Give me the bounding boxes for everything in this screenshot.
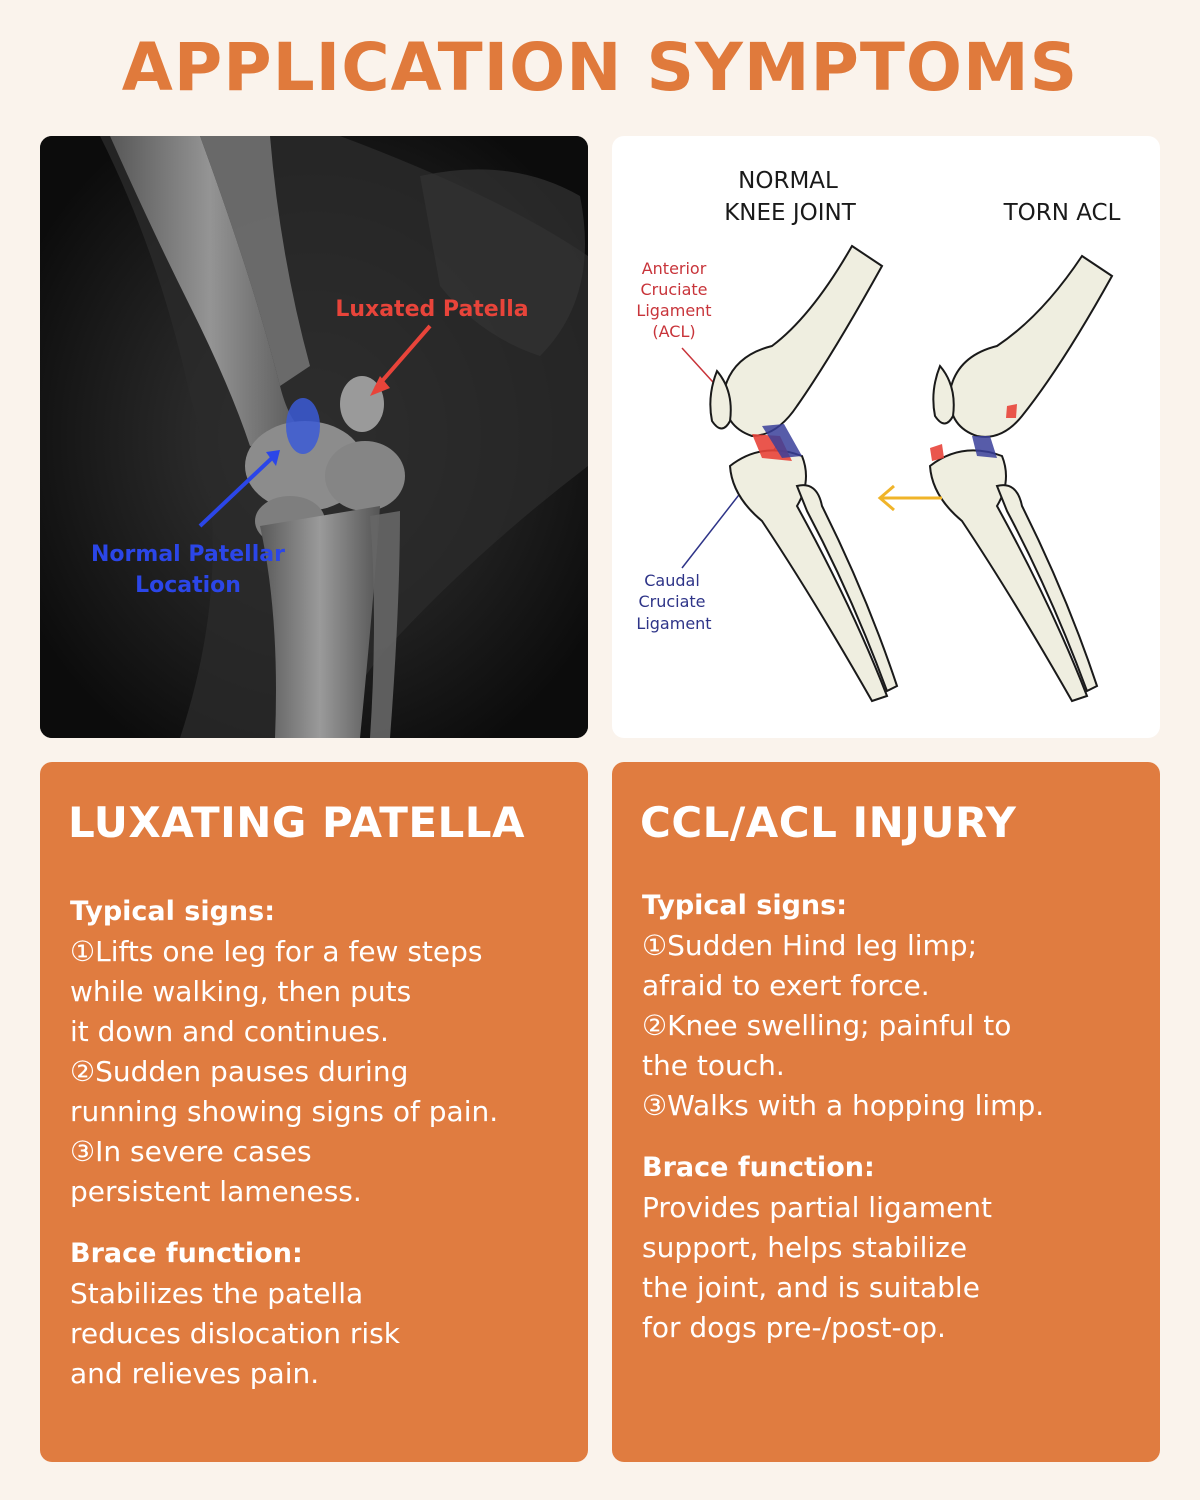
caudal-label-line2: Cruciate	[638, 592, 705, 611]
normal-knee-title-line1: NORMAL	[738, 168, 838, 194]
torn-acl-title: TORN ACL	[1003, 200, 1121, 226]
brace-line: reduces dislocation risk	[70, 1317, 400, 1350]
brace-line: Provides partial ligament	[642, 1191, 993, 1224]
luxating-patella-card: LUXATING PATELLA Typical signs: ①Lifts o…	[40, 762, 588, 1462]
luxated-patella-label: Luxated Patella	[335, 297, 528, 322]
sign-line: persistent lameness.	[70, 1175, 362, 1208]
sign-line: ③Walks with a hopping limp.	[642, 1089, 1045, 1122]
sign-line: ③In severe cases	[70, 1135, 312, 1168]
knee-diagram: NORMAL KNEE JOINT TORN ACL Anterior Cruc…	[612, 136, 1160, 738]
sign-line: ①Lifts one leg for a few steps	[70, 935, 483, 968]
brace-line: Stabilizes the patella	[70, 1277, 364, 1310]
brace-function-text: Stabilizes the patella reduces dislocati…	[70, 1274, 400, 1394]
caudal-label-line1: Caudal	[644, 571, 700, 590]
sign-line: it down and continues.	[70, 1015, 389, 1048]
acl-label-line3: Ligament	[636, 301, 711, 320]
caudal-label-line3: Ligament	[636, 614, 711, 633]
brace-function-heading: Brace function:	[642, 1152, 875, 1183]
brace-line: support, helps stabilize	[642, 1231, 968, 1264]
acl-label-line1: Anterior	[642, 259, 707, 278]
sign-line: running showing signs of pain.	[70, 1095, 499, 1128]
sign-line: ②Sudden pauses during	[70, 1055, 409, 1088]
shift-arrow-icon	[877, 484, 942, 512]
normal-knee-title-line2: KNEE JOINT	[724, 200, 857, 226]
brace-line: the joint, and is suitable	[642, 1271, 980, 1304]
typical-signs-heading: Typical signs:	[70, 896, 276, 927]
xray-illustration: Luxated Patella Normal Patellar Location	[40, 136, 588, 738]
sign-line: the touch.	[642, 1049, 785, 1082]
acl-label-line4: (ACL)	[652, 322, 695, 341]
ccl-acl-injury-card: CCL/ACL INJURY Typical signs: ①Sudden Hi…	[612, 762, 1160, 1462]
sign-line: while walking, then puts	[70, 975, 412, 1008]
knee-diagram-illustration: NORMAL KNEE JOINT TORN ACL Anterior Cruc…	[636, 168, 1121, 703]
typical-signs-list: ①Lifts one leg for a few steps while wal…	[70, 932, 498, 1212]
xray-image: Luxated Patella Normal Patellar Location	[40, 136, 588, 738]
normal-patellar-label-line1: Normal Patellar	[91, 542, 285, 567]
card-title: LUXATING PATELLA	[68, 798, 526, 847]
card-title: CCL/ACL INJURY	[640, 798, 1017, 847]
acl-label-line2: Cruciate	[640, 280, 707, 299]
sign-line: ①Sudden Hind leg limp;	[642, 929, 978, 962]
torn-acl-bones	[928, 254, 1114, 703]
typical-signs-heading: Typical signs:	[642, 890, 848, 921]
normal-patellar-label-line2: Location	[135, 573, 241, 598]
normal-knee-bones	[709, 244, 899, 703]
sign-line: afraid to exert force.	[642, 969, 930, 1002]
typical-signs-list: ①Sudden Hind leg limp; afraid to exert f…	[642, 926, 1044, 1126]
brace-function-text: Provides partial ligament support, helps…	[642, 1188, 992, 1348]
brace-line: for dogs pre-/post-op.	[642, 1311, 946, 1344]
sign-line: ②Knee swelling; painful to	[642, 1009, 1012, 1042]
brace-function-heading: Brace function:	[70, 1238, 303, 1269]
page-title: APPLICATION SYMPTOMS	[121, 29, 1079, 106]
brace-line: and relieves pain.	[70, 1357, 320, 1390]
